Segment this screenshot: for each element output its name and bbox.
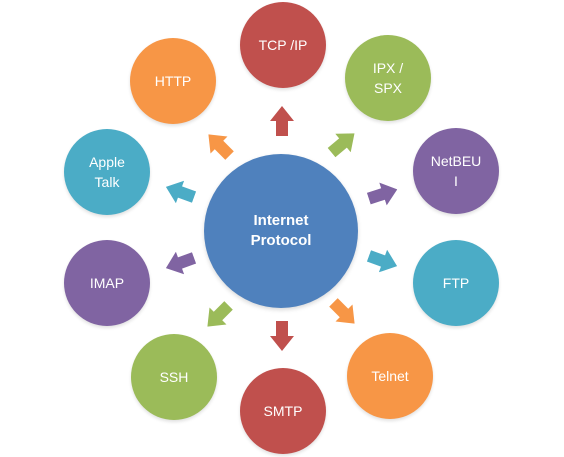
arrow-to-smtp bbox=[270, 321, 294, 351]
internet-protocol-hub: Internet Protocol bbox=[204, 154, 358, 308]
hub-label-line1: Internet bbox=[253, 212, 309, 229]
node-imap-label: IMAP bbox=[89, 275, 125, 291]
arrow-to-ftp bbox=[365, 245, 401, 278]
node-smtp-label: SMTP bbox=[263, 403, 303, 419]
arrow-to-netbeui bbox=[365, 178, 401, 210]
node-ssh: SSH bbox=[131, 334, 217, 420]
node-tcp-ip-label: TCP /IP bbox=[258, 37, 308, 53]
node-ftp-label: FTP bbox=[442, 275, 470, 291]
node-apple-talk-label-1: Apple bbox=[89, 154, 125, 170]
arrow-to-ipx-spx bbox=[324, 124, 362, 162]
node-netbeui: NetBEU I bbox=[413, 128, 499, 214]
node-ftp: FTP bbox=[413, 240, 499, 326]
node-ssh-label: SSH bbox=[159, 369, 189, 385]
node-imap: IMAP bbox=[64, 240, 150, 326]
node-netbeui-label-1: NetBEU bbox=[430, 153, 482, 169]
node-http: HTTP bbox=[130, 38, 216, 124]
arrow-to-apple-talk bbox=[162, 176, 198, 209]
node-tcp-ip: TCP /IP bbox=[240, 2, 326, 88]
arrow-to-tcp-ip bbox=[270, 106, 294, 136]
node-ipx-spx: IPX / SPX bbox=[345, 35, 431, 121]
arrow-to-ssh bbox=[199, 297, 237, 335]
arrow-to-http bbox=[200, 126, 238, 164]
node-smtp: SMTP bbox=[240, 368, 326, 454]
hub-label-line2: Protocol bbox=[250, 232, 312, 249]
node-apple-talk-label-2: Talk bbox=[94, 174, 120, 190]
node-telnet-label: Telnet bbox=[371, 368, 409, 384]
node-http-label: HTTP bbox=[154, 73, 192, 89]
node-ipx-spx-label-2: SPX bbox=[373, 80, 402, 96]
node-netbeui-label-2: I bbox=[454, 173, 458, 189]
arrow-to-telnet bbox=[325, 294, 363, 332]
node-telnet: Telnet bbox=[347, 333, 433, 419]
node-apple-talk: Apple Talk bbox=[64, 129, 150, 215]
node-ipx-spx-label-1: IPX / bbox=[372, 60, 404, 76]
arrow-to-imap bbox=[162, 247, 198, 280]
